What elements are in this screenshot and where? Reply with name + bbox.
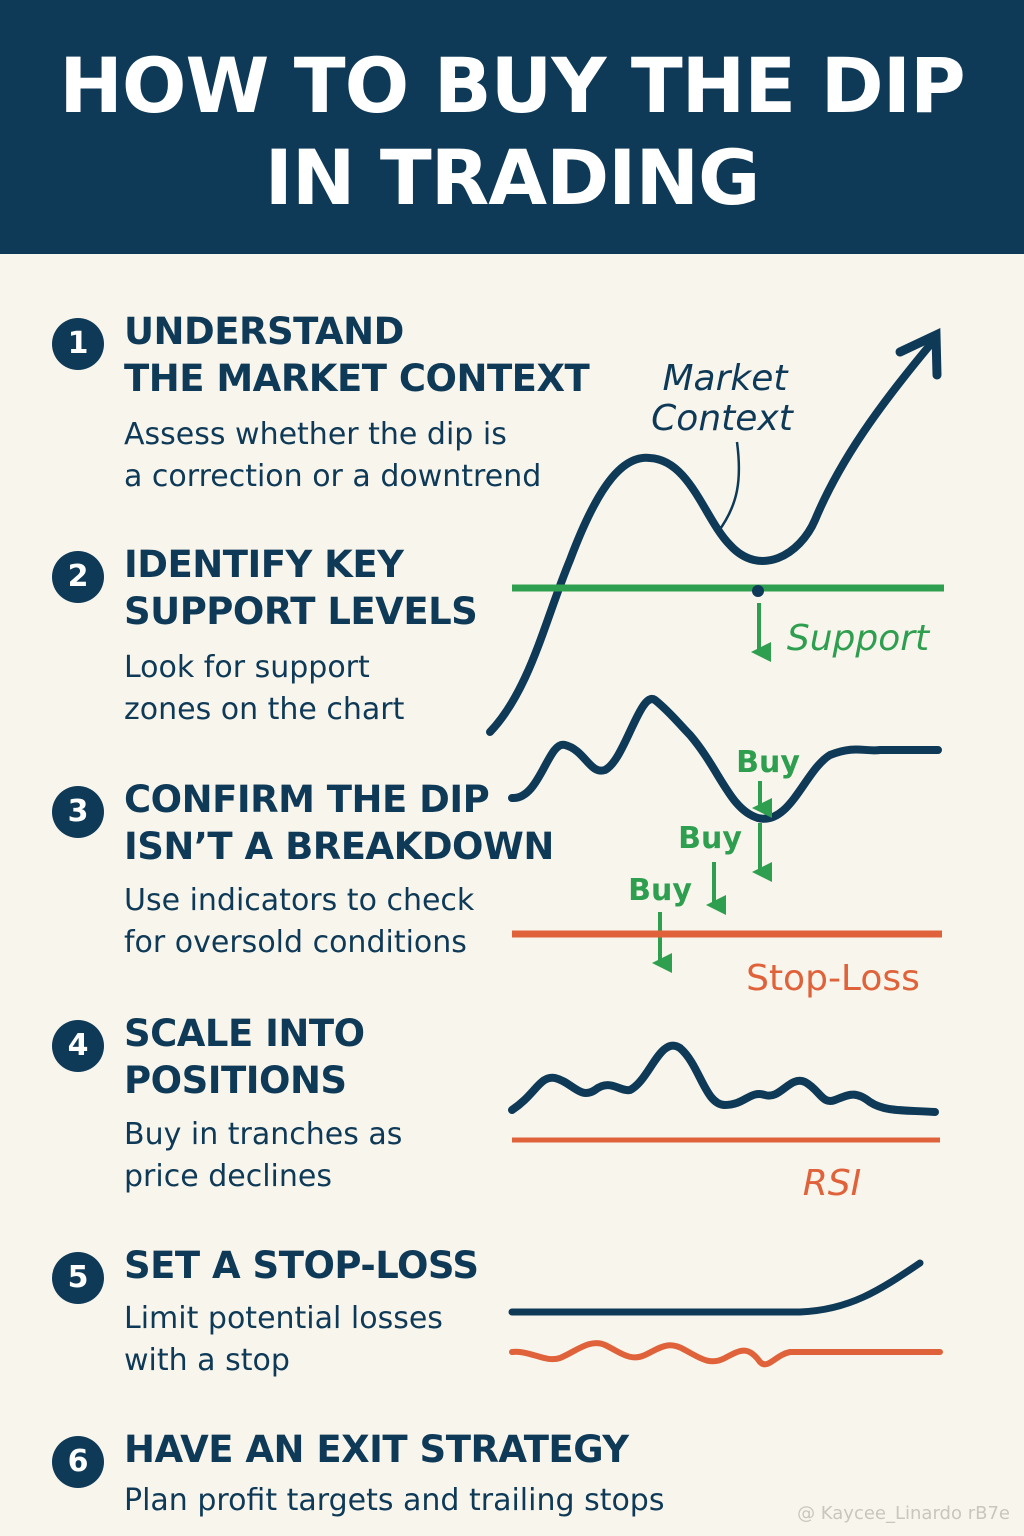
step-2-description: Look for support zones on the chart: [124, 647, 704, 731]
step-5-title: SET A STOP-LOSS: [124, 1242, 644, 1289]
step-3-number-badge: 3: [52, 786, 104, 838]
step-1-title: UNDERSTAND THE MARKET CONTEXT: [124, 308, 644, 402]
step-3-desc-line: Use indicators to check: [124, 883, 475, 918]
step-4-desc-line: price declines: [124, 1159, 332, 1194]
step-4-title-line: SCALE INTO: [124, 1012, 365, 1055]
step-3-desc-line: for oversold conditions: [124, 925, 467, 960]
step-4-title: SCALE INTO POSITIONS: [124, 1010, 644, 1104]
step-1-desc-line: Assess whether the dip is: [124, 417, 507, 452]
market-context-label: Market: [662, 358, 789, 399]
price-dip-curve: [508, 695, 942, 823]
page-title: HOW TO BUY THE DIP IN TRADING: [0, 40, 1024, 224]
step-1-title-line: UNDERSTAND: [124, 310, 404, 353]
step-1-desc-line: a correction or a downtrend: [124, 459, 542, 494]
step-6-desc-line: Plan profit targets and trailing stops: [124, 1483, 665, 1518]
step-4-desc-line: Buy in tranches as: [124, 1117, 403, 1152]
step-1-number-badge: 1: [52, 318, 104, 370]
step-1-title-line: THE MARKET CONTEXT: [124, 357, 590, 400]
step-6-description: Plan profit targets and trailing stops: [124, 1480, 704, 1522]
step-5-number-badge: 5: [52, 1252, 104, 1304]
step-2-title: IDENTIFY KEY SUPPORT LEVELS: [124, 541, 644, 635]
support-label: Support: [787, 618, 931, 659]
market-context-label: Context: [651, 398, 795, 439]
step-1-description: Assess whether the dip is a correction o…: [124, 414, 704, 498]
step-4-title-line: POSITIONS: [124, 1059, 347, 1102]
step-6-title-line: HAVE AN EXIT STRATEGY: [124, 1428, 629, 1471]
step-2-number-badge: 2: [52, 551, 104, 603]
header-banner: HOW TO BUY THE DIP IN TRADING: [0, 0, 1024, 254]
step-5-title-line: SET A STOP-LOSS: [124, 1244, 479, 1287]
step-5-description: Limit potential losses with a stop: [124, 1298, 704, 1382]
buy-label-2: Buy: [678, 821, 742, 856]
buy-label-3: Buy: [628, 873, 692, 908]
step-5-desc-line: with a stop: [124, 1343, 290, 1378]
title-line-1: HOW TO BUY THE DIP: [59, 41, 965, 130]
price-trail-curve: [508, 1259, 924, 1316]
step-6-number-badge: 6: [52, 1436, 104, 1488]
step-2-desc-line: Look for support: [124, 650, 370, 685]
step-6-title: HAVE AN EXIT STRATEGY: [124, 1426, 644, 1473]
rsi-label: RSI: [803, 1163, 861, 1204]
trend-arrowhead-icon: [895, 327, 942, 380]
market-context-pointer: [716, 441, 741, 533]
watermark: @ Kaycee_Linardo rB7e: [797, 1503, 1010, 1524]
step-4-description: Buy in tranches as price declines: [124, 1114, 704, 1198]
support-touch-point: [752, 585, 764, 597]
step-3-title-line: CONFIRM THE DIP: [124, 778, 490, 821]
stop-wave-curve: [509, 1340, 943, 1368]
step-4-number-badge: 4: [52, 1020, 104, 1072]
step-3-title: CONFIRM THE DIP ISN’T A BREAKDOWN: [124, 776, 644, 870]
step-3-title-line: ISN’T A BREAKDOWN: [124, 825, 554, 868]
step-5-desc-line: Limit potential losses: [124, 1301, 443, 1336]
step-2-title-line: SUPPORT LEVELS: [124, 590, 478, 633]
step-3-description: Use indicators to check for oversold con…: [124, 880, 704, 964]
step-2-desc-line: zones on the chart: [124, 692, 405, 727]
buy-label-1: Buy: [736, 745, 800, 780]
rsi-curve: [508, 1041, 939, 1116]
step-2-title-line: IDENTIFY KEY: [124, 543, 404, 586]
stop-loss-label: Stop-Loss: [746, 958, 920, 999]
title-line-2: IN TRADING: [264, 133, 761, 222]
